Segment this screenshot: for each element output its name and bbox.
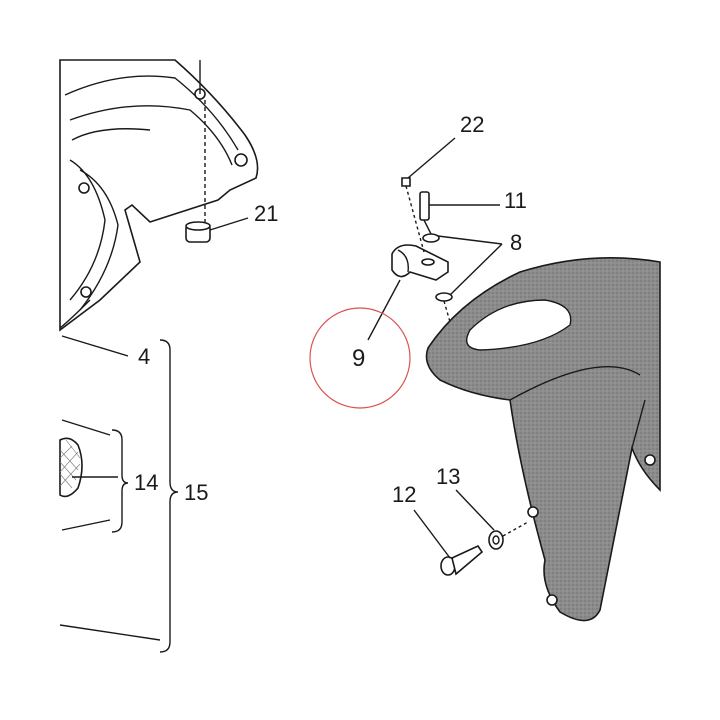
grille-part [59, 419, 118, 531]
clamp-bracket-9 [391, 244, 449, 281]
callout-4: 4 [138, 344, 150, 369]
callout-14: 14 [134, 470, 158, 495]
screw-22 [401, 177, 425, 253]
rear-cover-part [59, 59, 259, 332]
callout-12: 12 [392, 482, 416, 507]
washer-13 [488, 521, 529, 550]
highlight-circle [309, 307, 411, 409]
washers-8 [422, 233, 453, 323]
callout-15: 15 [184, 480, 208, 505]
callout-11: 11 [504, 188, 527, 213]
bolt-11 [419, 191, 433, 237]
front-fender-part [425, 256, 661, 622]
callout-13: 13 [436, 464, 460, 489]
callout-22: 22 [460, 112, 484, 137]
callout-8: 8 [510, 230, 522, 255]
grommet-21 [185, 221, 211, 243]
callout-9: 9 [352, 345, 365, 372]
callout-21: 21 [254, 201, 278, 226]
bolt-12 [440, 544, 484, 576]
